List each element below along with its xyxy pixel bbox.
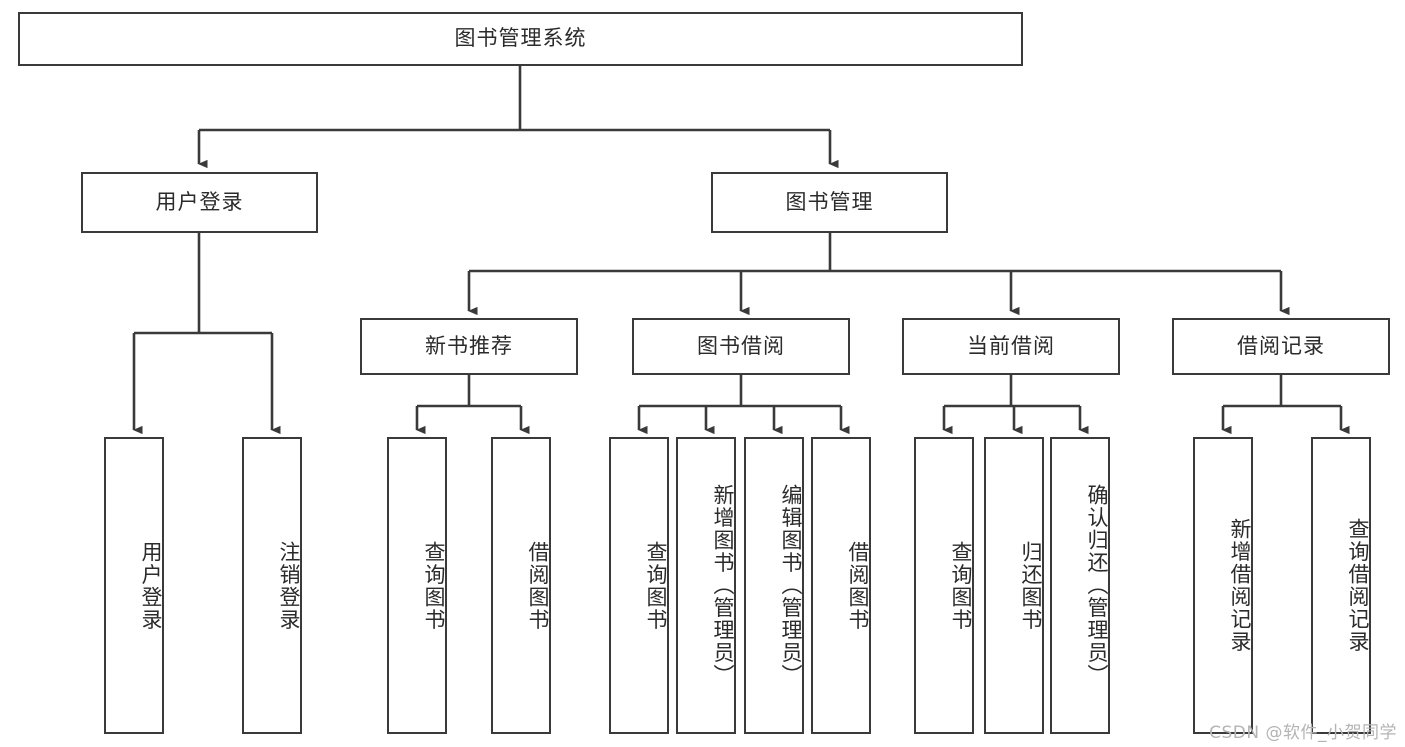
leaf-book-borrow-edit[interactable]: 编辑图书（管理员） — [744, 437, 804, 734]
node-book-management[interactable]: 图书管理 — [711, 172, 948, 233]
leaf-user-login-logout[interactable]: 注销登录 — [242, 437, 302, 734]
node-label: 确认归还（管理员） — [1085, 484, 1109, 687]
leaf-borrow-record-query[interactable]: 查询借阅记录 — [1311, 437, 1371, 734]
node-root-system[interactable]: 图书管理系统 — [18, 12, 1023, 66]
leaf-user-login-login[interactable]: 用户登录 — [104, 437, 164, 734]
leaf-current-borrow-query[interactable]: 查询图书 — [914, 437, 974, 734]
node-label: 借阅图书 — [846, 540, 870, 631]
node-label: 借阅图书 — [526, 540, 550, 631]
node-label: 编辑图书（管理员） — [779, 484, 803, 687]
node-label: 归还图书 — [1019, 540, 1043, 631]
leaf-borrow-record-add[interactable]: 新增借阅记录 — [1193, 437, 1253, 734]
leaf-current-borrow-return[interactable]: 归还图书 — [984, 437, 1044, 734]
node-book-borrow[interactable]: 图书借阅 — [632, 318, 850, 375]
node-user-login[interactable]: 用户登录 — [81, 172, 318, 233]
leaf-new-book-query[interactable]: 查询图书 — [387, 437, 447, 734]
watermark-text: CSDN @软件_小贺同学 — [1209, 723, 1397, 743]
node-label: 图书管理系统 — [454, 26, 587, 51]
node-label: 查询图书 — [644, 540, 668, 631]
node-label: 查询图书 — [949, 540, 973, 631]
node-label: 当前借阅 — [967, 333, 1055, 358]
node-label: 查询借阅记录 — [1346, 518, 1370, 653]
node-label: 新增借阅记录 — [1228, 518, 1252, 653]
leaf-book-borrow-query[interactable]: 查询图书 — [609, 437, 669, 734]
node-borrow-record[interactable]: 借阅记录 — [1172, 318, 1390, 375]
leaf-book-borrow-add[interactable]: 新增图书（管理员） — [676, 437, 736, 734]
node-label: 用户登录 — [155, 189, 244, 214]
node-current-borrow[interactable]: 当前借阅 — [902, 318, 1120, 375]
node-label: 图书管理 — [785, 189, 874, 214]
node-label: 新书推荐 — [425, 333, 513, 358]
node-new-book-recommend[interactable]: 新书推荐 — [360, 318, 578, 375]
node-label: 新增图书（管理员） — [711, 484, 735, 687]
node-label: 借阅记录 — [1237, 333, 1325, 358]
leaf-new-book-borrow[interactable]: 借阅图书 — [491, 437, 551, 734]
leaf-current-borrow-confirm[interactable]: 确认归还（管理员） — [1050, 437, 1110, 734]
node-label: 图书借阅 — [697, 333, 785, 358]
node-label: 查询图书 — [422, 540, 446, 631]
node-label: 用户登录 — [139, 540, 163, 631]
leaf-book-borrow-lend[interactable]: 借阅图书 — [811, 437, 871, 734]
node-label: 注销登录 — [277, 540, 301, 631]
